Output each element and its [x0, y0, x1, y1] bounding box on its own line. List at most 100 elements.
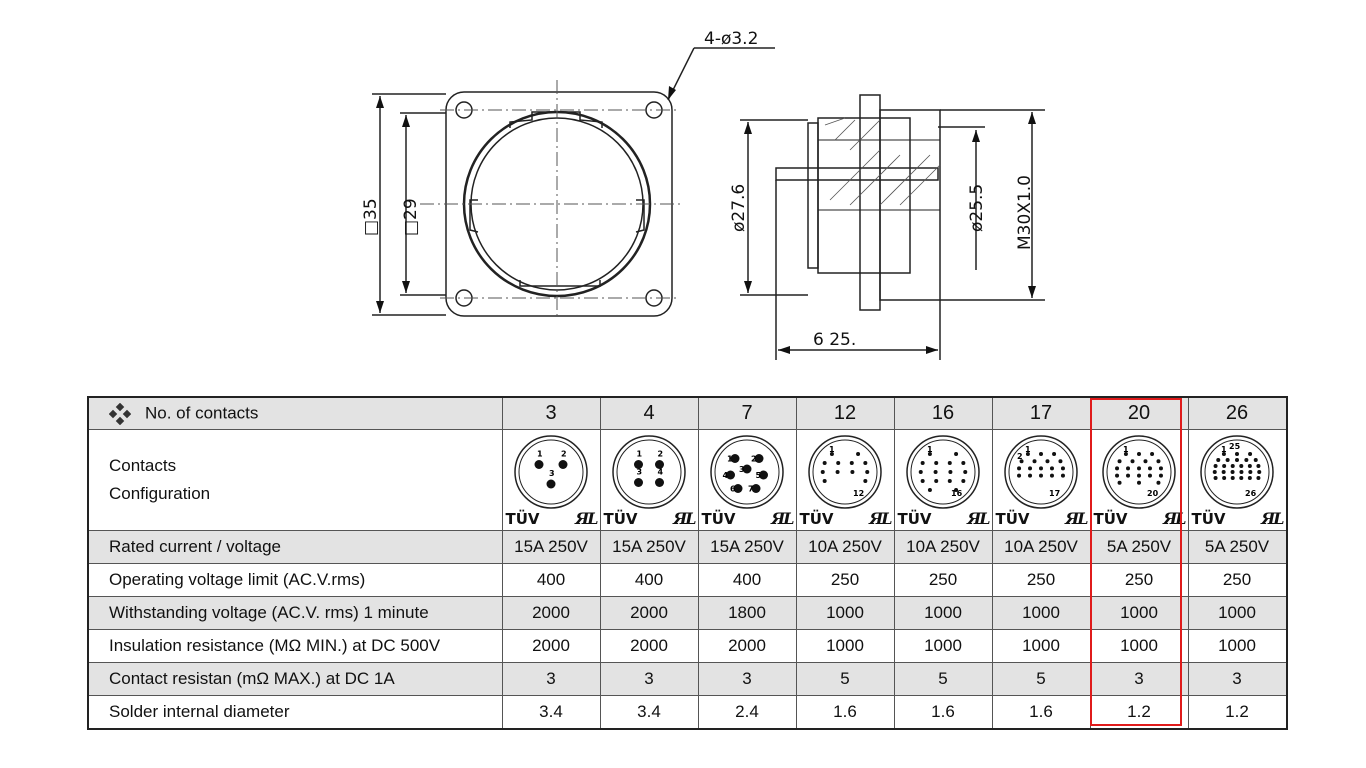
svg-text:1: 1	[829, 445, 835, 454]
pin	[1016, 466, 1021, 471]
pin	[927, 452, 932, 456]
pin	[862, 479, 867, 483]
pin	[633, 478, 643, 487]
row-value: 3	[1187, 662, 1287, 696]
row-value: 3	[501, 662, 601, 696]
svg-text:1: 1	[1123, 445, 1129, 454]
row-value: 1000	[1089, 596, 1189, 630]
svg-text:7: 7	[748, 485, 754, 494]
connector-technical-drawing: 4-ø3.2 □35 □29 ø27.6 ø25.5 M30X1.0 6 25.	[361, 29, 1045, 360]
svg-text:26: 26	[1245, 489, 1257, 498]
pin	[1027, 466, 1032, 471]
pin	[920, 461, 925, 465]
pin	[1136, 480, 1141, 485]
row-value: 5	[991, 662, 1091, 696]
pin	[933, 461, 938, 465]
pin	[1221, 452, 1226, 456]
pin	[927, 488, 932, 492]
row-label: Solder internal diameter	[87, 695, 503, 730]
pin	[534, 460, 543, 469]
row-value: 1000	[893, 629, 993, 663]
row-value: 1000	[991, 629, 1091, 663]
pin	[849, 470, 854, 474]
row-label: Insulation resistance (MΩ MIN.) at DC 50…	[87, 629, 503, 663]
svg-text:17: 17	[1049, 489, 1060, 498]
row-value: 1000	[893, 596, 993, 630]
pin	[1016, 473, 1021, 478]
config-label-2: Configuration	[109, 484, 211, 503]
contacts-count-16: 16	[893, 396, 993, 430]
row-value: 1000	[991, 596, 1091, 630]
pin	[1049, 466, 1054, 471]
pin	[546, 479, 555, 489]
pin	[1038, 452, 1043, 456]
pin	[960, 461, 965, 465]
pin	[1114, 473, 1119, 478]
tuv-mark: TÜV	[505, 510, 540, 528]
body-diameter-dim: ø27.6	[729, 184, 749, 232]
row-value: 15A 250V	[697, 530, 797, 564]
svg-text:1: 1	[1221, 445, 1227, 454]
pin	[947, 470, 952, 474]
svg-text:6: 6	[730, 485, 736, 494]
pin	[1230, 470, 1235, 474]
pin	[1247, 464, 1252, 468]
pin	[1238, 476, 1243, 480]
row-value: 2000	[501, 629, 601, 663]
row-value: 400	[501, 563, 601, 597]
table-row: Withstanding voltage (AC.V. rms) 1 minut…	[87, 596, 1287, 630]
pin	[933, 479, 938, 483]
pin	[1212, 470, 1217, 474]
pin	[1221, 464, 1226, 468]
row-value: 1000	[1187, 629, 1287, 663]
tuv-mark: TÜV	[1093, 510, 1128, 528]
pin	[855, 452, 860, 456]
tuv-mark: TÜV	[995, 510, 1030, 528]
svg-text:3: 3	[549, 469, 555, 478]
pin	[1125, 466, 1130, 471]
tuv-mark: TÜV	[701, 510, 736, 528]
pin	[1255, 476, 1260, 480]
contacts-count-3: 3	[501, 396, 601, 430]
pin	[862, 461, 867, 465]
diamond-bullet-icon	[109, 402, 131, 425]
pin	[1038, 466, 1043, 471]
svg-text:1: 1	[927, 445, 933, 454]
pin-layout-diagram: 116	[905, 435, 980, 509]
tuv-mark: TÜV	[897, 510, 932, 528]
row-value: 5	[893, 662, 993, 696]
pin	[1225, 458, 1230, 462]
pin	[1247, 470, 1252, 474]
row-value: 1.2	[1089, 695, 1189, 730]
row-value: 3	[697, 662, 797, 696]
pin	[1221, 470, 1226, 474]
tuv-mark: TÜV	[799, 510, 834, 528]
pin	[654, 460, 664, 469]
pin	[1057, 459, 1062, 464]
row-value: 5A 250V	[1089, 530, 1189, 564]
pin	[633, 460, 643, 469]
ul-mark-icon: ЯL	[575, 509, 598, 528]
row-value: 3.4	[599, 695, 699, 730]
svg-text:4: 4	[722, 471, 728, 480]
pin	[835, 461, 840, 465]
pin	[1019, 459, 1024, 464]
row-value: 1000	[1089, 629, 1189, 663]
pin	[1234, 452, 1239, 456]
pin	[953, 488, 958, 492]
row-value: 1000	[1187, 596, 1287, 630]
row-value: 5	[795, 662, 895, 696]
row-label: Withstanding voltage (AC.V. rms) 1 minut…	[87, 596, 503, 630]
pin	[1213, 476, 1218, 480]
row-value: 2000	[501, 596, 601, 630]
pin	[1038, 473, 1043, 478]
pin	[947, 479, 952, 483]
svg-text:1: 1	[537, 450, 543, 459]
thread-dim: M30X1.0	[1015, 175, 1035, 250]
